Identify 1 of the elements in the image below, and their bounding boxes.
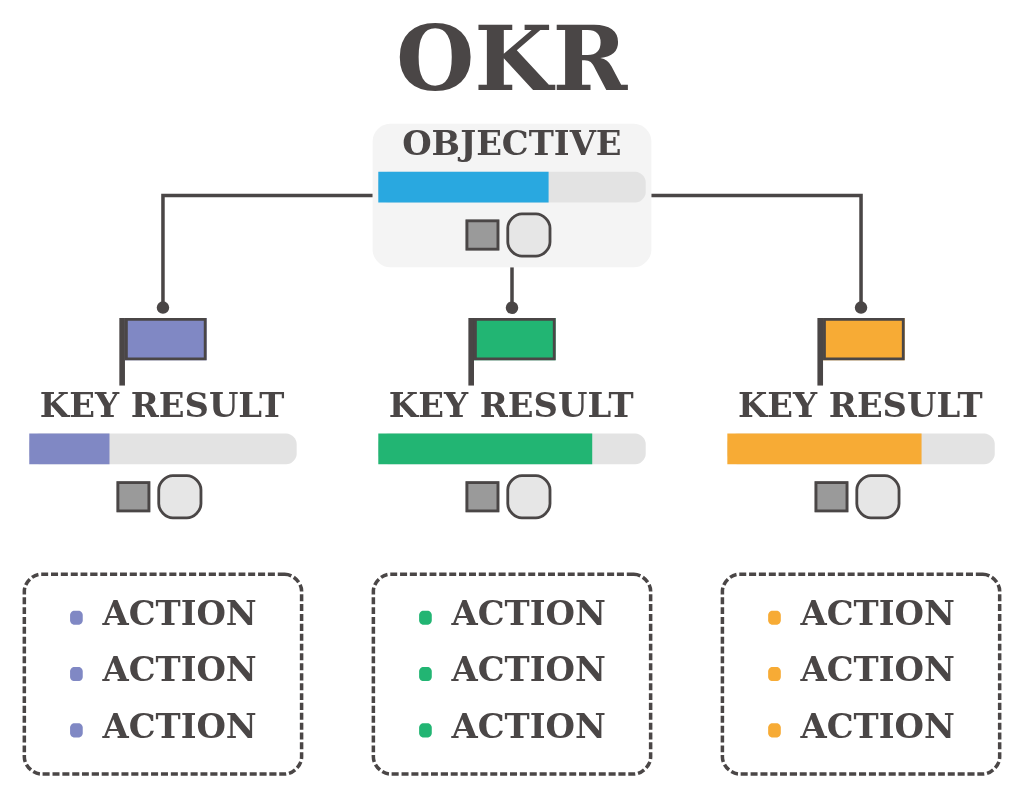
diagram-title: OKR	[395, 5, 628, 112]
